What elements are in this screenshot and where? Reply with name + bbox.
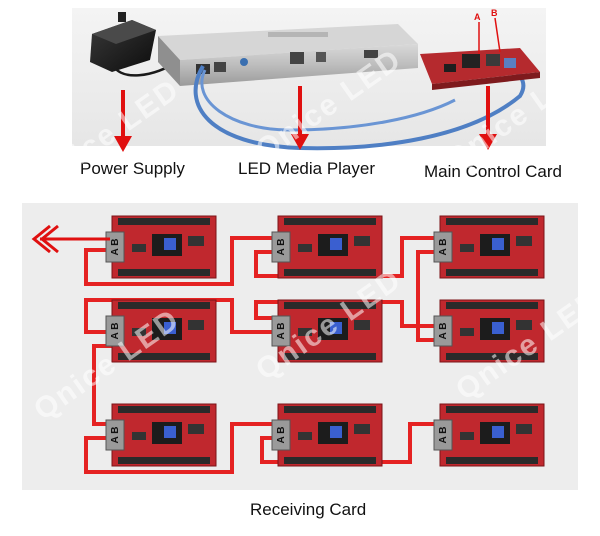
card-chip-mark xyxy=(164,322,176,334)
ethernet-port xyxy=(271,231,291,263)
input-arrow xyxy=(31,224,110,254)
card-header xyxy=(446,269,538,276)
ethernet-port xyxy=(105,231,125,263)
card-component xyxy=(460,328,474,336)
main-control-card xyxy=(420,48,540,90)
cable-segment xyxy=(92,344,112,426)
ethernet-port xyxy=(433,231,453,263)
port-ab-label: A B xyxy=(276,427,287,444)
card-component xyxy=(188,424,204,434)
network-cable-loop xyxy=(200,69,456,132)
card-component xyxy=(516,424,532,434)
arrow-control-card xyxy=(479,86,497,150)
card-component xyxy=(298,244,312,252)
card-component xyxy=(516,320,532,330)
card-header xyxy=(284,457,376,464)
network-cable xyxy=(193,64,526,151)
port-ab-label: A B xyxy=(438,239,449,256)
card-chip-mark xyxy=(330,238,342,250)
card-component xyxy=(188,320,204,330)
cable-segment xyxy=(84,422,278,474)
card-component xyxy=(516,236,532,246)
receiving-card: A B xyxy=(105,403,217,467)
port-b-label: B xyxy=(491,8,498,18)
card-chip-mark xyxy=(164,238,176,250)
card-header xyxy=(446,406,538,413)
label-power-supply: Power Supply xyxy=(80,159,185,178)
label-led-media-player: LED Media Player xyxy=(238,159,376,178)
card-chip-mark xyxy=(492,426,504,438)
card-component xyxy=(132,432,146,440)
card-header xyxy=(284,269,376,276)
ethernet-port xyxy=(433,315,453,347)
card-header xyxy=(284,353,376,360)
cable-segment xyxy=(416,250,440,342)
port-ab-label: A B xyxy=(438,427,449,444)
led-media-player-box xyxy=(158,24,418,86)
card-component xyxy=(354,236,370,246)
card-header xyxy=(118,457,210,464)
card-component xyxy=(354,320,370,330)
receiving-card: A B xyxy=(433,403,545,467)
card-header xyxy=(446,302,538,309)
port-ab-label: A B xyxy=(276,239,287,256)
port-ab-label: A B xyxy=(438,323,449,340)
receiving-card: A B xyxy=(105,299,217,363)
port-ab-label: A B xyxy=(276,323,287,340)
card-header xyxy=(118,302,210,309)
card-component xyxy=(132,328,146,336)
receiving-card: A B xyxy=(271,299,383,363)
card-component xyxy=(460,244,474,252)
receiving-cards-grid: A B A B A B A B A B A B A B A B A B xyxy=(105,215,545,467)
port-b-pointer xyxy=(494,17,501,53)
card-chip-mark xyxy=(492,322,504,334)
receiving-card: A B xyxy=(105,215,217,279)
card-chip-mark xyxy=(330,322,342,334)
receiving-card: A B xyxy=(271,403,383,467)
arrow-power-supply xyxy=(114,90,132,152)
card-header xyxy=(118,269,210,276)
card-header xyxy=(118,218,210,225)
card-component xyxy=(460,432,474,440)
ethernet-port xyxy=(433,419,453,451)
card-header xyxy=(284,218,376,225)
ethernet-port xyxy=(271,315,291,347)
ethernet-port xyxy=(105,419,125,451)
receiving-card: A B xyxy=(433,215,545,279)
arrow-media-player xyxy=(291,86,309,150)
port-a-label: A xyxy=(474,12,481,22)
port-ab-label: A B xyxy=(110,239,121,256)
power-supply-adapter xyxy=(90,12,156,72)
card-chip-mark xyxy=(330,426,342,438)
port-ab-label: A B xyxy=(110,427,121,444)
label-main-control-card: Main Control Card xyxy=(424,162,562,181)
card-header xyxy=(284,302,376,309)
card-header xyxy=(446,457,538,464)
ethernet-port xyxy=(271,419,291,451)
card-component xyxy=(132,244,146,252)
receiving-card: A B xyxy=(433,299,545,363)
label-receiving-card: Receiving Card xyxy=(250,500,367,519)
card-chip-mark xyxy=(164,426,176,438)
card-component xyxy=(354,424,370,434)
card-header xyxy=(118,353,210,360)
cable-segment xyxy=(84,236,278,286)
card-component xyxy=(188,236,204,246)
card-component xyxy=(298,328,312,336)
receiving-card: A B xyxy=(271,215,383,279)
card-header xyxy=(284,406,376,413)
card-header xyxy=(118,406,210,413)
card-header xyxy=(446,353,538,360)
card-header xyxy=(446,218,538,225)
port-ab-label: A B xyxy=(110,323,121,340)
ethernet-port xyxy=(105,315,125,347)
card-component xyxy=(298,432,312,440)
card-chip-mark xyxy=(492,238,504,250)
